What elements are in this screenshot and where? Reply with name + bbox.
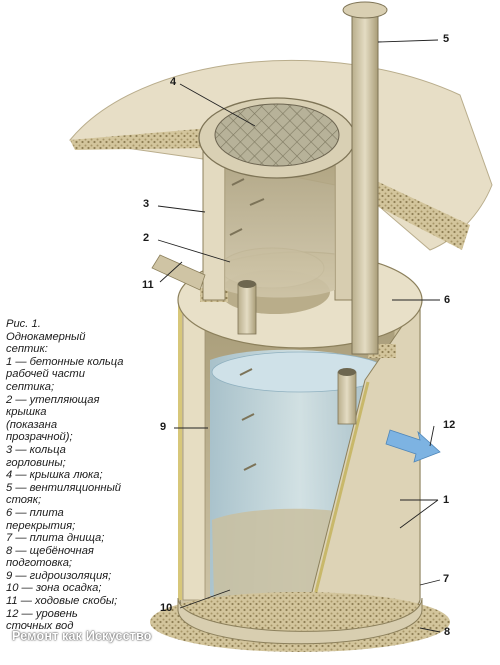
ground-gravel-band-right: [365, 178, 470, 250]
caption-line: 2 — утепляющая: [6, 393, 100, 406]
caption-line: рабочей части: [6, 368, 85, 381]
leader-lines: [157, 39, 441, 633]
callout-7: 7: [443, 573, 450, 585]
step-rungs: [229, 178, 265, 471]
caption-line: 10 — зона осадка;: [6, 582, 102, 595]
caption-line: перекрытия;: [6, 519, 76, 532]
figure-caption: Рис. 1. Однокамерный септик: 1 — бетонны…: [6, 318, 156, 633]
outlet-flow-arrow: [385, 429, 441, 463]
neck-interior: [225, 150, 335, 298]
caption-line: стояк;: [6, 494, 42, 507]
caption-line: 9 — гидроизоляция;: [6, 569, 112, 582]
caption-line: септика;: [6, 380, 55, 393]
caption-line: прозрачной);: [6, 431, 73, 444]
callout-3: 3: [143, 198, 150, 210]
callout-6: 6: [444, 294, 451, 306]
caption-line: Однокамерный: [6, 330, 86, 343]
caption-line: подготовка;: [6, 557, 73, 570]
caption-line: крышка: [6, 406, 47, 419]
callout-8: 8: [444, 626, 451, 638]
caption-line: 3 — кольца: [6, 443, 66, 456]
caption-line: 7 — плита днища;: [6, 532, 105, 545]
caption-line: 5 — вентиляционный: [6, 481, 122, 494]
ground-gravel-band: [70, 128, 210, 150]
outlet-tee: [337, 371, 357, 425]
caption-line: 12 — уровень: [6, 607, 78, 620]
caption-line: 6 — плита: [6, 506, 64, 519]
vent-stack: [351, 13, 379, 355]
callout-5: 5: [443, 33, 450, 45]
caption-line: сточных вод: [6, 620, 74, 633]
manhole-cover: [214, 103, 340, 167]
callout-2: 2: [143, 232, 150, 244]
callout-12: 12: [443, 419, 456, 431]
caption-line: 4 — крышка люка;: [6, 469, 103, 482]
callout-9: 9: [160, 421, 167, 433]
caption-line: (показана: [6, 418, 58, 431]
caption-line: септик:: [6, 343, 48, 356]
vent-cap: [342, 1, 388, 19]
caption-line: 1 — бетонные кольца: [6, 355, 124, 368]
neck-rings-right: [334, 141, 353, 301]
bottom-slab: [177, 597, 423, 645]
figure-number: Рис. 1.: [6, 318, 41, 330]
left-wall-ring: [182, 299, 206, 601]
inlet-tee: [237, 283, 257, 335]
caption-line: 11 — ходовые скобы;: [6, 595, 118, 608]
site-watermark: Ремонт как Искусство: [12, 629, 152, 643]
callout-10: 10: [160, 602, 173, 614]
wastewater-surface: [211, 351, 389, 393]
caption-line: 8 — щебёночная: [6, 544, 94, 557]
callout-1: 1: [443, 494, 450, 506]
callout-4: 4: [170, 76, 177, 88]
caption-line: горловины;: [6, 456, 66, 469]
callout-11: 11: [142, 279, 154, 291]
inlet-pipe: [151, 254, 206, 291]
